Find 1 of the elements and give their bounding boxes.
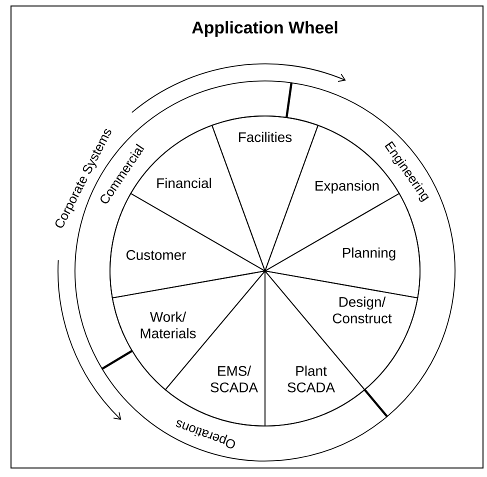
title: Application Wheel xyxy=(192,21,338,37)
